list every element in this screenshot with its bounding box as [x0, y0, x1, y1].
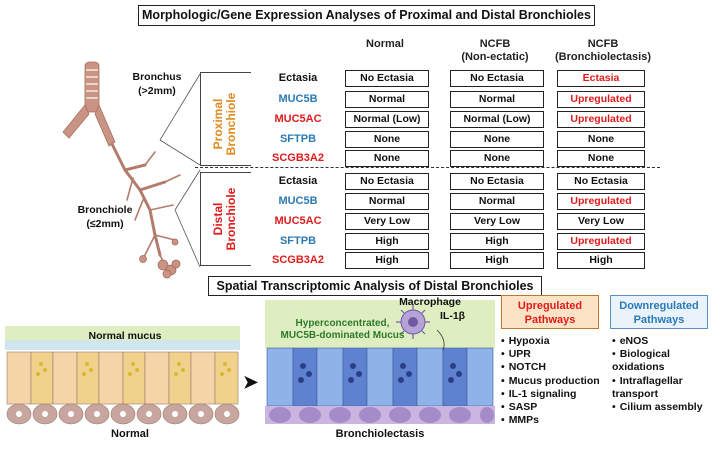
table-cell: None [450, 150, 544, 167]
table-cell: High [345, 252, 429, 269]
up-title-line2: Pathways [524, 314, 576, 326]
distal-bracket [200, 172, 251, 266]
down-title-line1: Downregulated [619, 300, 699, 312]
table-cell: Ectasia [557, 70, 645, 87]
section-divider [195, 167, 660, 168]
column-header-line1: NCFB [587, 38, 619, 50]
table-cell: None [450, 131, 544, 148]
table-cell: High [450, 233, 544, 250]
gene-label: MUC5AC [274, 215, 322, 227]
gene-label: SCGB3A2 [272, 254, 324, 266]
hyper-label-line2: MUC5B-dominated Mucus [280, 330, 405, 341]
table-cell: Normal [345, 193, 429, 210]
down-title-line2: Pathways [633, 314, 685, 326]
table-cell: High [345, 233, 429, 250]
gene-label: Ectasia [278, 72, 318, 84]
list-item: SASP [501, 401, 611, 414]
table-cell: None [557, 150, 645, 167]
list-item: IL-1 signaling [501, 388, 611, 401]
table-cell: Normal (Low) [450, 111, 544, 128]
list-item: eNOS [612, 335, 717, 348]
downregulated-pathway-list: eNOS Biological oxidations Intraflagella… [612, 335, 717, 414]
gene-label: MUC5AC [274, 113, 322, 125]
arrow-right-icon: ➤ [243, 372, 259, 392]
table-cell: Normal [450, 193, 544, 210]
bronchiole-label-line1: Bronchiole [77, 204, 133, 216]
il1b-label: IL-1β [440, 310, 466, 322]
list-item: Mucus production [501, 375, 611, 388]
list-item: Cilium assembly [612, 401, 717, 414]
bronchiole-label-line2: (≤2mm) [86, 218, 124, 230]
bronchus-label: Bronchus (>2mm) [122, 70, 192, 98]
proximal-label-line2: Bronchiole [224, 92, 238, 156]
table-cell: High [450, 252, 544, 269]
bottom-section-title: Spatial Transcriptomic Analysis of Dista… [208, 276, 542, 296]
bronchus-label-line1: Bronchus [132, 71, 182, 83]
table-cell: Upregulated [557, 91, 645, 108]
normal-epithelium-illustration [5, 326, 240, 425]
table-cell: Upregulated [557, 111, 645, 128]
up-title-line1: Upregulated [517, 300, 583, 312]
macrophage-label: Macrophage [399, 296, 461, 308]
top-section-title: Morphologic/Gene Expression Analyses of … [138, 5, 595, 26]
table-cell: None [345, 150, 429, 167]
airway-tree-illustration [62, 61, 181, 279]
column-header-ncfb-bronchiolectasis: NCFB (Bronchiolectasis) [548, 38, 658, 64]
table-cell: No Ectasia [345, 70, 429, 87]
list-item: Biological oxidations [612, 348, 717, 374]
bronchiolectasis-illustration [265, 300, 495, 424]
gene-label: SCGB3A2 [272, 152, 324, 164]
gene-label: Ectasia [278, 175, 318, 187]
upregulated-pathway-list: Hypoxia UPR NOTCH Mucus production IL-1 … [501, 335, 611, 427]
table-cell: No Ectasia [450, 70, 544, 87]
downregulated-pathways-box: Downregulated Pathways [610, 295, 708, 329]
proximal-bracket [200, 72, 251, 166]
column-header-line1: Normal [366, 38, 404, 50]
table-cell: Very Low [345, 213, 429, 230]
gene-label: SFTPB [279, 235, 317, 247]
table-cell: Upregulated [557, 233, 645, 250]
proximal-bronchiole-label: Proximal Bronchiole [211, 86, 238, 162]
table-cell: High [557, 252, 645, 269]
gene-label: SFTPB [279, 133, 317, 145]
column-header-line1: NCFB [479, 38, 511, 50]
upregulated-pathways-box: Upregulated Pathways [501, 295, 599, 329]
leader-lines [159, 73, 201, 268]
distal-bronchiole-label: Distal Bronchiole [211, 181, 238, 257]
list-item: Intraflagellar transport [612, 375, 717, 401]
column-header-normal: Normal [345, 38, 425, 51]
hyperconcentrated-mucus-label: Hyperconcentrated, MUC5B-dominated Mucus [280, 318, 405, 342]
list-item: UPR [501, 348, 611, 361]
column-header-ncfb-nonectatic: NCFB (Non-ectatic) [445, 38, 545, 64]
table-cell: Upregulated [557, 193, 645, 210]
table-cell: Very Low [450, 213, 544, 230]
table-cell: No Ectasia [450, 173, 544, 190]
column-header-line2: (Bronchiolectasis) [555, 51, 651, 63]
bronchus-label-line2: (>2mm) [138, 85, 176, 97]
gene-label: MUC5B [278, 195, 318, 207]
list-item: NOTCH [501, 361, 611, 374]
table-cell: Very Low [557, 213, 645, 230]
table-cell: Normal [450, 91, 544, 108]
list-item: MMPs [501, 414, 611, 427]
bronchiole-label: Bronchiole (≤2mm) [70, 203, 140, 231]
hyper-label-line1: Hyperconcentrated, [295, 318, 390, 329]
normal-mucus-label: Normal mucus [88, 330, 162, 342]
column-header-line2: (Non-ectatic) [461, 51, 529, 63]
distal-label-line2: Bronchiole [224, 187, 238, 251]
table-cell: Normal (Low) [345, 111, 429, 128]
table-cell: No Ectasia [557, 173, 645, 190]
table-cell: None [345, 131, 429, 148]
table-cell: No Ectasia [345, 173, 429, 190]
gene-label: MUC5B [278, 93, 318, 105]
table-cell: Normal [345, 91, 429, 108]
bronchiolectasis-label: Bronchiolectasis [335, 428, 425, 440]
table-cell: None [557, 131, 645, 148]
list-item: Hypoxia [501, 335, 611, 348]
normal-label: Normal [111, 428, 149, 440]
